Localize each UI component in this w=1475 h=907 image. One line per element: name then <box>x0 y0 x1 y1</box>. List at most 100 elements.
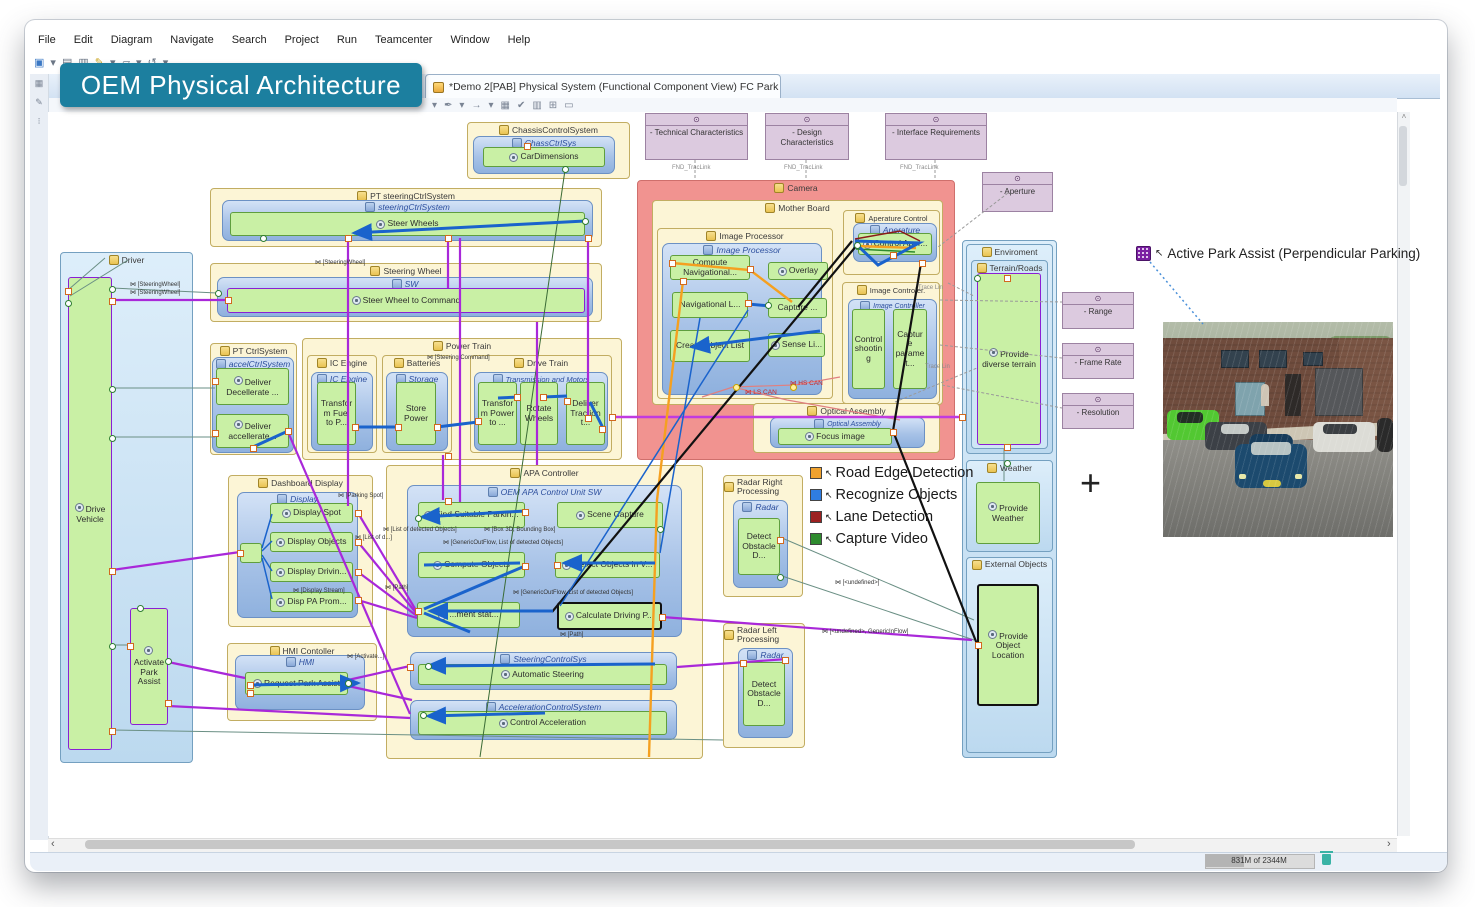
diagram-toolbar-icon[interactable]: → <box>471 99 482 111</box>
left-toolbar-icon[interactable]: ✎ <box>35 97 43 107</box>
park-assist-icon <box>1136 246 1151 261</box>
legend: ↖Road Edge Detection↖Recognize Objects↖L… <box>810 462 973 550</box>
diagram-toolbar-icon[interactable]: ▥ <box>532 99 542 111</box>
diagram-toolbar-icon[interactable]: ✒ <box>444 99 453 111</box>
port <box>777 574 784 581</box>
requirement-design[interactable]: ⊙- Design Characteristics <box>765 113 849 160</box>
function-detect-obstacle-left[interactable]: Detect Obstacle D... <box>743 662 785 726</box>
toolbar-icon[interactable]: ▾ <box>110 56 116 69</box>
function-overlay[interactable]: Overlay <box>768 262 828 280</box>
function-compute-objects[interactable]: Compute Objects <box>418 552 525 578</box>
toolbar-icon[interactable]: ↺ <box>148 56 157 69</box>
toolbar-icon[interactable]: ▣ <box>34 56 45 69</box>
function-provide-weather[interactable]: Provide Weather <box>976 482 1040 544</box>
function-capture-parameters[interactable]: Capture paramet... <box>893 309 927 389</box>
diagram-toolbar-icon[interactable]: ▦ <box>500 99 510 111</box>
menu-item-project[interactable]: Project <box>284 34 319 46</box>
function-display-objects[interactable]: Display Objects <box>270 532 353 552</box>
function-environment-state[interactable]: ...ment stat... <box>417 602 520 628</box>
toolbar-icon[interactable]: ▾ <box>163 56 169 69</box>
requirement-resolution[interactable]: ⊙- Resolution <box>1062 393 1134 429</box>
function-steer-wheel-to-command[interactable]: Steer Wheel to Command <box>227 288 585 313</box>
function-rotate-wheels[interactable]: Rotate Wheels <box>520 382 558 445</box>
component-icon <box>365 202 376 212</box>
port <box>345 680 352 687</box>
function-detect-objects[interactable]: Detect Objects in V... <box>555 552 660 578</box>
scroll-up-icon[interactable]: ˄ <box>1401 112 1407 121</box>
function-create-object-list[interactable]: Create Object List <box>670 330 750 362</box>
diagram-toolbar-icon[interactable]: ▾ <box>432 99 438 111</box>
function-deliver-decellerate[interactable]: Deliver Decellerate ... <box>216 368 289 405</box>
diagram-toolbar-icon[interactable]: ⊞ <box>548 99 558 111</box>
menu-item-navigate[interactable]: Navigate <box>170 34 214 46</box>
scroll-left-icon[interactable]: ‹ <box>51 838 55 850</box>
function-icon <box>770 340 780 350</box>
toolbar-icon[interactable]: ▾ <box>136 56 142 69</box>
function-icon <box>233 420 243 430</box>
function-provide-object-location[interactable]: Provide Object Location <box>977 584 1039 706</box>
function-control-shooting[interactable]: Control shooting <box>852 309 885 389</box>
menu-item-edit[interactable]: Edit <box>73 34 93 46</box>
function-request-park-assist[interactable]: Request Park Assist <box>245 672 348 695</box>
function-car-dimensions[interactable]: CarDimensions <box>483 147 605 167</box>
diagram-toolbar-icon[interactable]: ✔ <box>516 99 526 111</box>
wire-label: ⋈ [List of d...] <box>355 535 393 541</box>
function-store-power[interactable]: Store Power <box>396 382 436 445</box>
function-activate-park-assist[interactable]: Activate Park Assist <box>130 608 168 725</box>
horizontal-scroll-thumb[interactable] <box>85 840 1135 849</box>
function-steer-wheels[interactable]: Steer Wheels <box>230 212 585 236</box>
menu-item-run[interactable]: Run <box>336 34 357 46</box>
function-transform-power[interactable]: Transform Power to ... <box>478 382 517 445</box>
function-display-spot[interactable]: Display Spot <box>270 503 353 523</box>
function-control-acceleration[interactable]: Control Acceleration <box>418 711 667 735</box>
menu-item-search[interactable]: Search <box>231 34 267 46</box>
function-automatic-steering[interactable]: Automatic Steering <box>418 664 667 685</box>
function-display-pa-prompt[interactable]: Disp PA Prom... <box>270 592 353 612</box>
wire-label: ⋈ [Display Stream] <box>293 588 345 594</box>
menu-item-file[interactable]: File <box>38 34 56 46</box>
function-focus-image[interactable]: Focus image <box>778 428 892 445</box>
vertical-scroll-thumb[interactable] <box>1399 126 1407 186</box>
trash-icon[interactable] <box>1320 851 1333 865</box>
toolbar-icon[interactable]: ▤ <box>62 56 72 69</box>
use-case-annotation[interactable]: ↖ Active Park Assist (Perpendicular Park… <box>1136 246 1420 261</box>
requirement-interface[interactable]: ⊙- Interface Requirements <box>885 113 987 160</box>
menu-item-teamcenter[interactable]: Teamcenter <box>375 34 433 46</box>
requirement-frame-rate[interactable]: ⊙- Frame Rate <box>1062 343 1134 379</box>
function-scene-capture[interactable]: Scene Capture <box>557 502 663 528</box>
diagram-toolbar-icon[interactable]: ▾ <box>459 99 465 111</box>
function-calculate-driving-path[interactable]: Calculate Driving P... <box>557 602 662 630</box>
function-drive-vehicle[interactable]: Drive Vehicle <box>68 277 112 750</box>
function-deliver-traction[interactable]: Deliver Traction t... <box>566 382 605 445</box>
menu-item-diagram[interactable]: Diagram <box>110 34 153 46</box>
function-detect-obstacle-right[interactable]: Detect Obstacle D... <box>738 518 780 575</box>
scroll-right-icon[interactable]: › <box>1387 838 1391 850</box>
requirement-aperture[interactable]: ⊙- Aperture <box>982 172 1053 212</box>
requirement-range[interactable]: ⊙- Range <box>1062 292 1134 329</box>
menu-item-help[interactable]: Help <box>507 34 531 46</box>
function-display-driving[interactable]: Display Drivin... <box>270 562 353 582</box>
left-toolbar-icon[interactable]: ▦ <box>34 78 44 88</box>
requirement-icon: ⊙ <box>1063 293 1133 305</box>
editor-tab[interactable]: *Demo 2[PAB] Physical System (Functional… <box>425 74 781 99</box>
function-capture[interactable]: Capture ... <box>768 298 827 318</box>
menu-item-window[interactable]: Window <box>450 34 490 46</box>
function-compute-navigational[interactable]: Compute Navigational... <box>670 255 750 280</box>
left-toolbar-icon[interactable]: ⁝ <box>37 116 41 126</box>
toolbar-icon[interactable]: ✎ <box>95 56 104 69</box>
function-sense-light[interactable]: Sense Li... <box>768 333 825 357</box>
heap-fill <box>1206 855 1244 867</box>
toolbar-icon[interactable]: ▾ <box>50 56 56 69</box>
requirement-technical[interactable]: ⊙- Technical Characteristics <box>645 113 748 160</box>
function-transform-fuel[interactable]: Transform Fuel to P... <box>317 382 356 445</box>
diagram-toolbar-icon[interactable]: ▾ <box>488 99 494 111</box>
toolbar-icon[interactable]: ▥ <box>78 56 88 69</box>
diagram-toolbar-icon[interactable]: ▭ <box>564 99 574 111</box>
function-provide-diverse-terrain[interactable]: Provide diverse terrain <box>977 273 1041 445</box>
function-deliver-accellerate[interactable]: Deliver accellerate... <box>216 414 289 448</box>
function-find-suitable-parking[interactable]: Find Suitable Parkin... <box>418 502 525 528</box>
toolbar-icon[interactable]: ▱ <box>122 56 130 69</box>
function-icon <box>498 718 508 728</box>
function-navigational-l[interactable]: Navigational L... <box>672 292 748 318</box>
vertical-scrollbar[interactable]: ˄ <box>1397 112 1410 836</box>
